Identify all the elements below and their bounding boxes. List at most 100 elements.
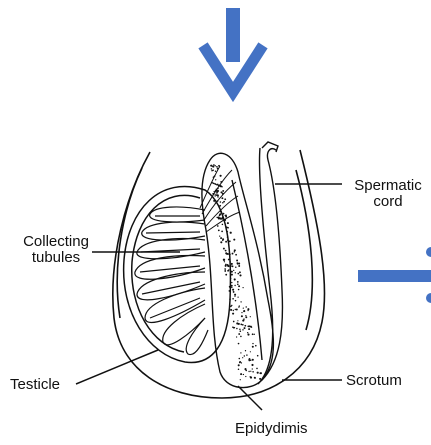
stipple-dot bbox=[222, 240, 224, 242]
stipple-dot bbox=[239, 358, 241, 360]
stipple-dot bbox=[227, 231, 228, 232]
stipple-dot bbox=[242, 287, 243, 288]
stipple-dot bbox=[215, 165, 216, 166]
stipple-dot bbox=[249, 360, 250, 361]
testicle-leader bbox=[76, 350, 158, 384]
epididymis-body bbox=[202, 142, 283, 388]
stipple-dot bbox=[238, 289, 240, 291]
stipple-dot bbox=[229, 240, 231, 242]
stipple-dot bbox=[257, 372, 259, 374]
stipple-dot bbox=[220, 237, 222, 239]
stipple-dot bbox=[232, 253, 234, 255]
stipple-dot bbox=[220, 201, 222, 203]
stipple-dot bbox=[216, 194, 218, 196]
stipple-dot bbox=[225, 216, 227, 218]
stipple-dot bbox=[255, 345, 257, 347]
stipple-dot bbox=[239, 361, 241, 363]
stipple-dot bbox=[252, 371, 254, 373]
stipple-dot bbox=[221, 231, 223, 233]
stipple-dot bbox=[245, 315, 246, 316]
stipple-dot bbox=[213, 164, 215, 166]
stipple-dot bbox=[210, 165, 212, 167]
stipple-dot bbox=[236, 260, 238, 262]
stipple-dot bbox=[238, 343, 240, 345]
stipple-dot bbox=[219, 205, 221, 207]
stipple-dot bbox=[240, 330, 242, 332]
stipple-dot bbox=[239, 305, 240, 306]
stipple-dot bbox=[235, 254, 237, 256]
stipple-dot bbox=[255, 377, 256, 378]
stipple-dot bbox=[229, 290, 231, 292]
stipple-dot bbox=[219, 215, 221, 217]
stipple-dot bbox=[233, 291, 235, 293]
stipple-dot bbox=[229, 286, 231, 288]
stipple-dot bbox=[218, 216, 219, 217]
stipple-dot bbox=[219, 235, 220, 236]
stipple-dot bbox=[225, 250, 227, 252]
stipple-dot bbox=[220, 241, 222, 243]
stipple-dot bbox=[218, 218, 220, 220]
stipple-dot bbox=[240, 336, 242, 338]
stipple-dot bbox=[242, 320, 244, 322]
stipple-dot bbox=[227, 222, 229, 224]
stipple-dot bbox=[247, 334, 249, 336]
stipple-dot bbox=[238, 265, 240, 267]
stipple-dot bbox=[229, 261, 230, 262]
stipple-dot bbox=[240, 379, 241, 380]
stipple-dot bbox=[238, 263, 240, 265]
stipple-dot bbox=[247, 310, 248, 311]
stipple-dot bbox=[238, 368, 240, 370]
stipple-dot bbox=[230, 309, 232, 311]
stipple-dot bbox=[239, 271, 241, 273]
stipple-dot bbox=[233, 239, 235, 241]
stipple-dot bbox=[245, 316, 247, 318]
stipple-dot bbox=[213, 166, 215, 168]
stipple-dot bbox=[252, 346, 254, 348]
stipple-dot bbox=[217, 196, 218, 197]
stipple-dot bbox=[235, 309, 236, 310]
stipple-dot bbox=[215, 179, 216, 180]
stipple-dot bbox=[245, 306, 246, 307]
stipple-dot bbox=[225, 214, 227, 216]
stipple-dot bbox=[234, 278, 236, 280]
stipple-dot bbox=[242, 357, 243, 358]
stipple-dot bbox=[225, 264, 227, 266]
stipple-dot bbox=[256, 368, 258, 370]
stipple-dot bbox=[257, 355, 259, 357]
label-collecting-tubules-line2: tubules bbox=[10, 250, 102, 266]
stipple-dot bbox=[243, 310, 245, 312]
stipple-dot bbox=[234, 249, 236, 251]
stipple-dot bbox=[213, 200, 215, 202]
stipple-dot bbox=[222, 217, 224, 219]
stipple-dot bbox=[254, 334, 255, 335]
stipple-dot bbox=[244, 368, 246, 370]
stipple-dot bbox=[215, 170, 216, 171]
stipple-dot bbox=[227, 253, 229, 255]
stipple-dot bbox=[220, 175, 222, 177]
stipple-dot bbox=[232, 265, 234, 267]
stipple-dot bbox=[228, 269, 229, 270]
stipple-dot bbox=[237, 281, 239, 283]
stipple-dot bbox=[231, 274, 233, 276]
stipple-dot bbox=[244, 355, 245, 356]
stipple-dot bbox=[250, 351, 251, 352]
stipple-dot bbox=[232, 326, 234, 328]
stipple-dot bbox=[249, 358, 251, 360]
stipple-dot bbox=[225, 241, 227, 243]
stipple-dot bbox=[242, 329, 243, 330]
stipple-dot bbox=[240, 373, 242, 375]
label-collecting-tubules: Collecting tubules bbox=[10, 234, 102, 266]
collecting-tubules bbox=[135, 207, 208, 355]
epididymis-leader bbox=[238, 386, 262, 410]
stipple-dot bbox=[243, 307, 244, 308]
stipple-dot bbox=[238, 364, 240, 366]
stipple-dot bbox=[230, 232, 232, 234]
stipple-dot bbox=[233, 321, 235, 323]
stipple-dot bbox=[250, 316, 251, 317]
stipple-dot bbox=[259, 372, 260, 373]
stipple-dot bbox=[228, 259, 230, 261]
stipple-dot bbox=[234, 296, 235, 297]
label-collecting-tubules-line1: Collecting bbox=[10, 234, 102, 250]
stipple-dot bbox=[250, 371, 251, 372]
